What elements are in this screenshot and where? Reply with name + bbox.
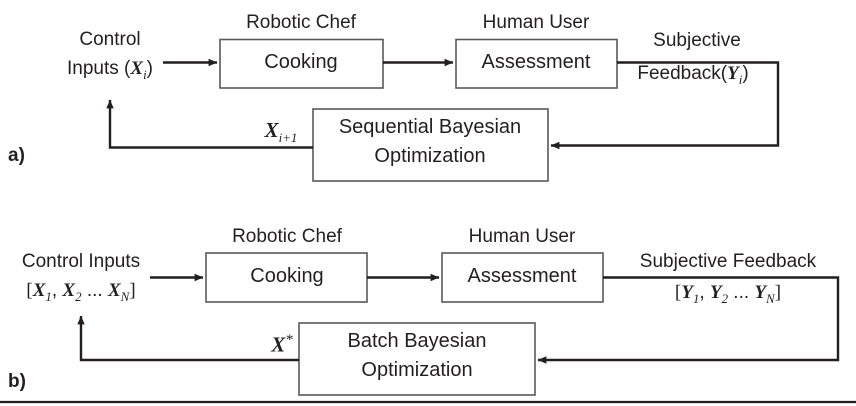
panel-b-control-inputs-line1: Control Inputs — [21, 251, 141, 272]
panel-a-control-inputs-line1: Control — [79, 29, 141, 50]
y-vector-y2: Y — [709, 282, 722, 303]
panel-b-arrow-optimization-to-inputs — [77, 315, 299, 362]
panel-b-optimization-line1: Batch Bayesian — [347, 330, 487, 352]
x-vector-close-bracket: ] — [129, 280, 136, 301]
feedback-y-var: Y — [727, 63, 739, 84]
y-vector-yn-subscript: N — [766, 290, 775, 306]
y-vector-y1: Y — [681, 282, 693, 303]
y-vector-close-bracket: ] — [774, 282, 782, 303]
control-inputs-paren-open: Inputs ( — [67, 58, 131, 79]
panel-b-x-star-label: X* — [271, 332, 293, 357]
x-vector-x2-subscript: 2 — [75, 288, 82, 304]
panel-b-cooking-box — [205, 252, 368, 303]
panel-b-identifier: b) — [8, 371, 26, 392]
x-vector-xn: X — [107, 280, 121, 301]
panel-a-control-inputs-line2: Inputs (Xi) — [67, 58, 153, 82]
y-vector-y2-subscript: 2 — [721, 290, 729, 306]
y-vector-open-bracket: [ — [674, 282, 682, 303]
control-inputs-paren-close: ) — [146, 58, 153, 79]
panel-a-robotic-chef-caption: Robotic Chef — [246, 12, 356, 33]
panel-a-cooking-label: Cooking — [264, 51, 338, 73]
y-vector-ellipsis: ... — [728, 282, 755, 303]
panel-b-subjective-line2: [Y1, Y2 ... YN] — [675, 282, 781, 306]
feedback-y-subscript: i — [738, 71, 743, 87]
x-next-var: X — [264, 118, 279, 142]
panel-b-cooking-label: Cooking — [250, 265, 324, 287]
panel-b-robotic-chef-caption: Robotic Chef — [232, 226, 342, 247]
x-vector-x2: X — [62, 280, 76, 301]
panel-b-arrow-assessment-to-optimization — [537, 276, 840, 364]
panel-b-subjective-line1: Subjective Feedback — [639, 251, 817, 272]
y-vector-yn: Y — [754, 282, 767, 303]
panel-a-cooking-box — [219, 38, 384, 89]
x-vector-x1: X — [32, 280, 46, 301]
panel-a-identifier: a) — [8, 145, 25, 166]
panel-b-assessment-label: Assessment — [467, 265, 577, 287]
panel-a-optimization-line2: Optimization — [374, 145, 486, 167]
panel-b-control-inputs-line2: [X1, X2 ... XN] — [26, 280, 135, 304]
feedback-paren-close: ) — [742, 63, 749, 84]
y-vector-y1-subscript: 1 — [692, 290, 700, 306]
panel-a-x-next-label: Xi+1 — [264, 118, 298, 145]
panel-a-subjective-line2: Feedback(Yi) — [637, 63, 748, 87]
x-star-var: X — [271, 332, 286, 357]
panel-a-optimization-line1: Sequential Bayesian — [338, 116, 522, 138]
x-vector-open-bracket: [ — [26, 280, 33, 301]
x-vector-xn-subscript: N — [120, 288, 130, 304]
x-vector-x1-subscript: 1 — [45, 288, 52, 304]
panel-b-human-user-caption: Human User — [468, 226, 576, 247]
panel-a-subjective-line1: Subjective — [653, 30, 741, 51]
x-vector-comma: , — [51, 280, 63, 301]
feedback-paren-open: Feedback( — [637, 63, 728, 84]
y-vector-comma: , — [699, 282, 710, 303]
panel-a-assessment-box — [455, 38, 618, 89]
panel-b-optimization-line2: Optimization — [361, 359, 473, 381]
control-inputs-x-var: X — [130, 58, 144, 79]
control-inputs-x-subscript: i — [143, 66, 147, 82]
panel-a-arrow-assessment-to-optimization — [550, 61, 780, 150]
x-star-superscript: * — [285, 332, 293, 348]
panel-a-human-user-caption: Human User — [482, 12, 590, 33]
panel-a-arrow-optimization-to-inputs — [106, 99, 313, 149]
panel-a-assessment-label: Assessment — [481, 51, 591, 73]
x-vector-ellipsis: ... — [81, 280, 108, 301]
panel-a-optimization-box — [312, 108, 549, 182]
x-next-subscript: i+1 — [278, 129, 298, 145]
